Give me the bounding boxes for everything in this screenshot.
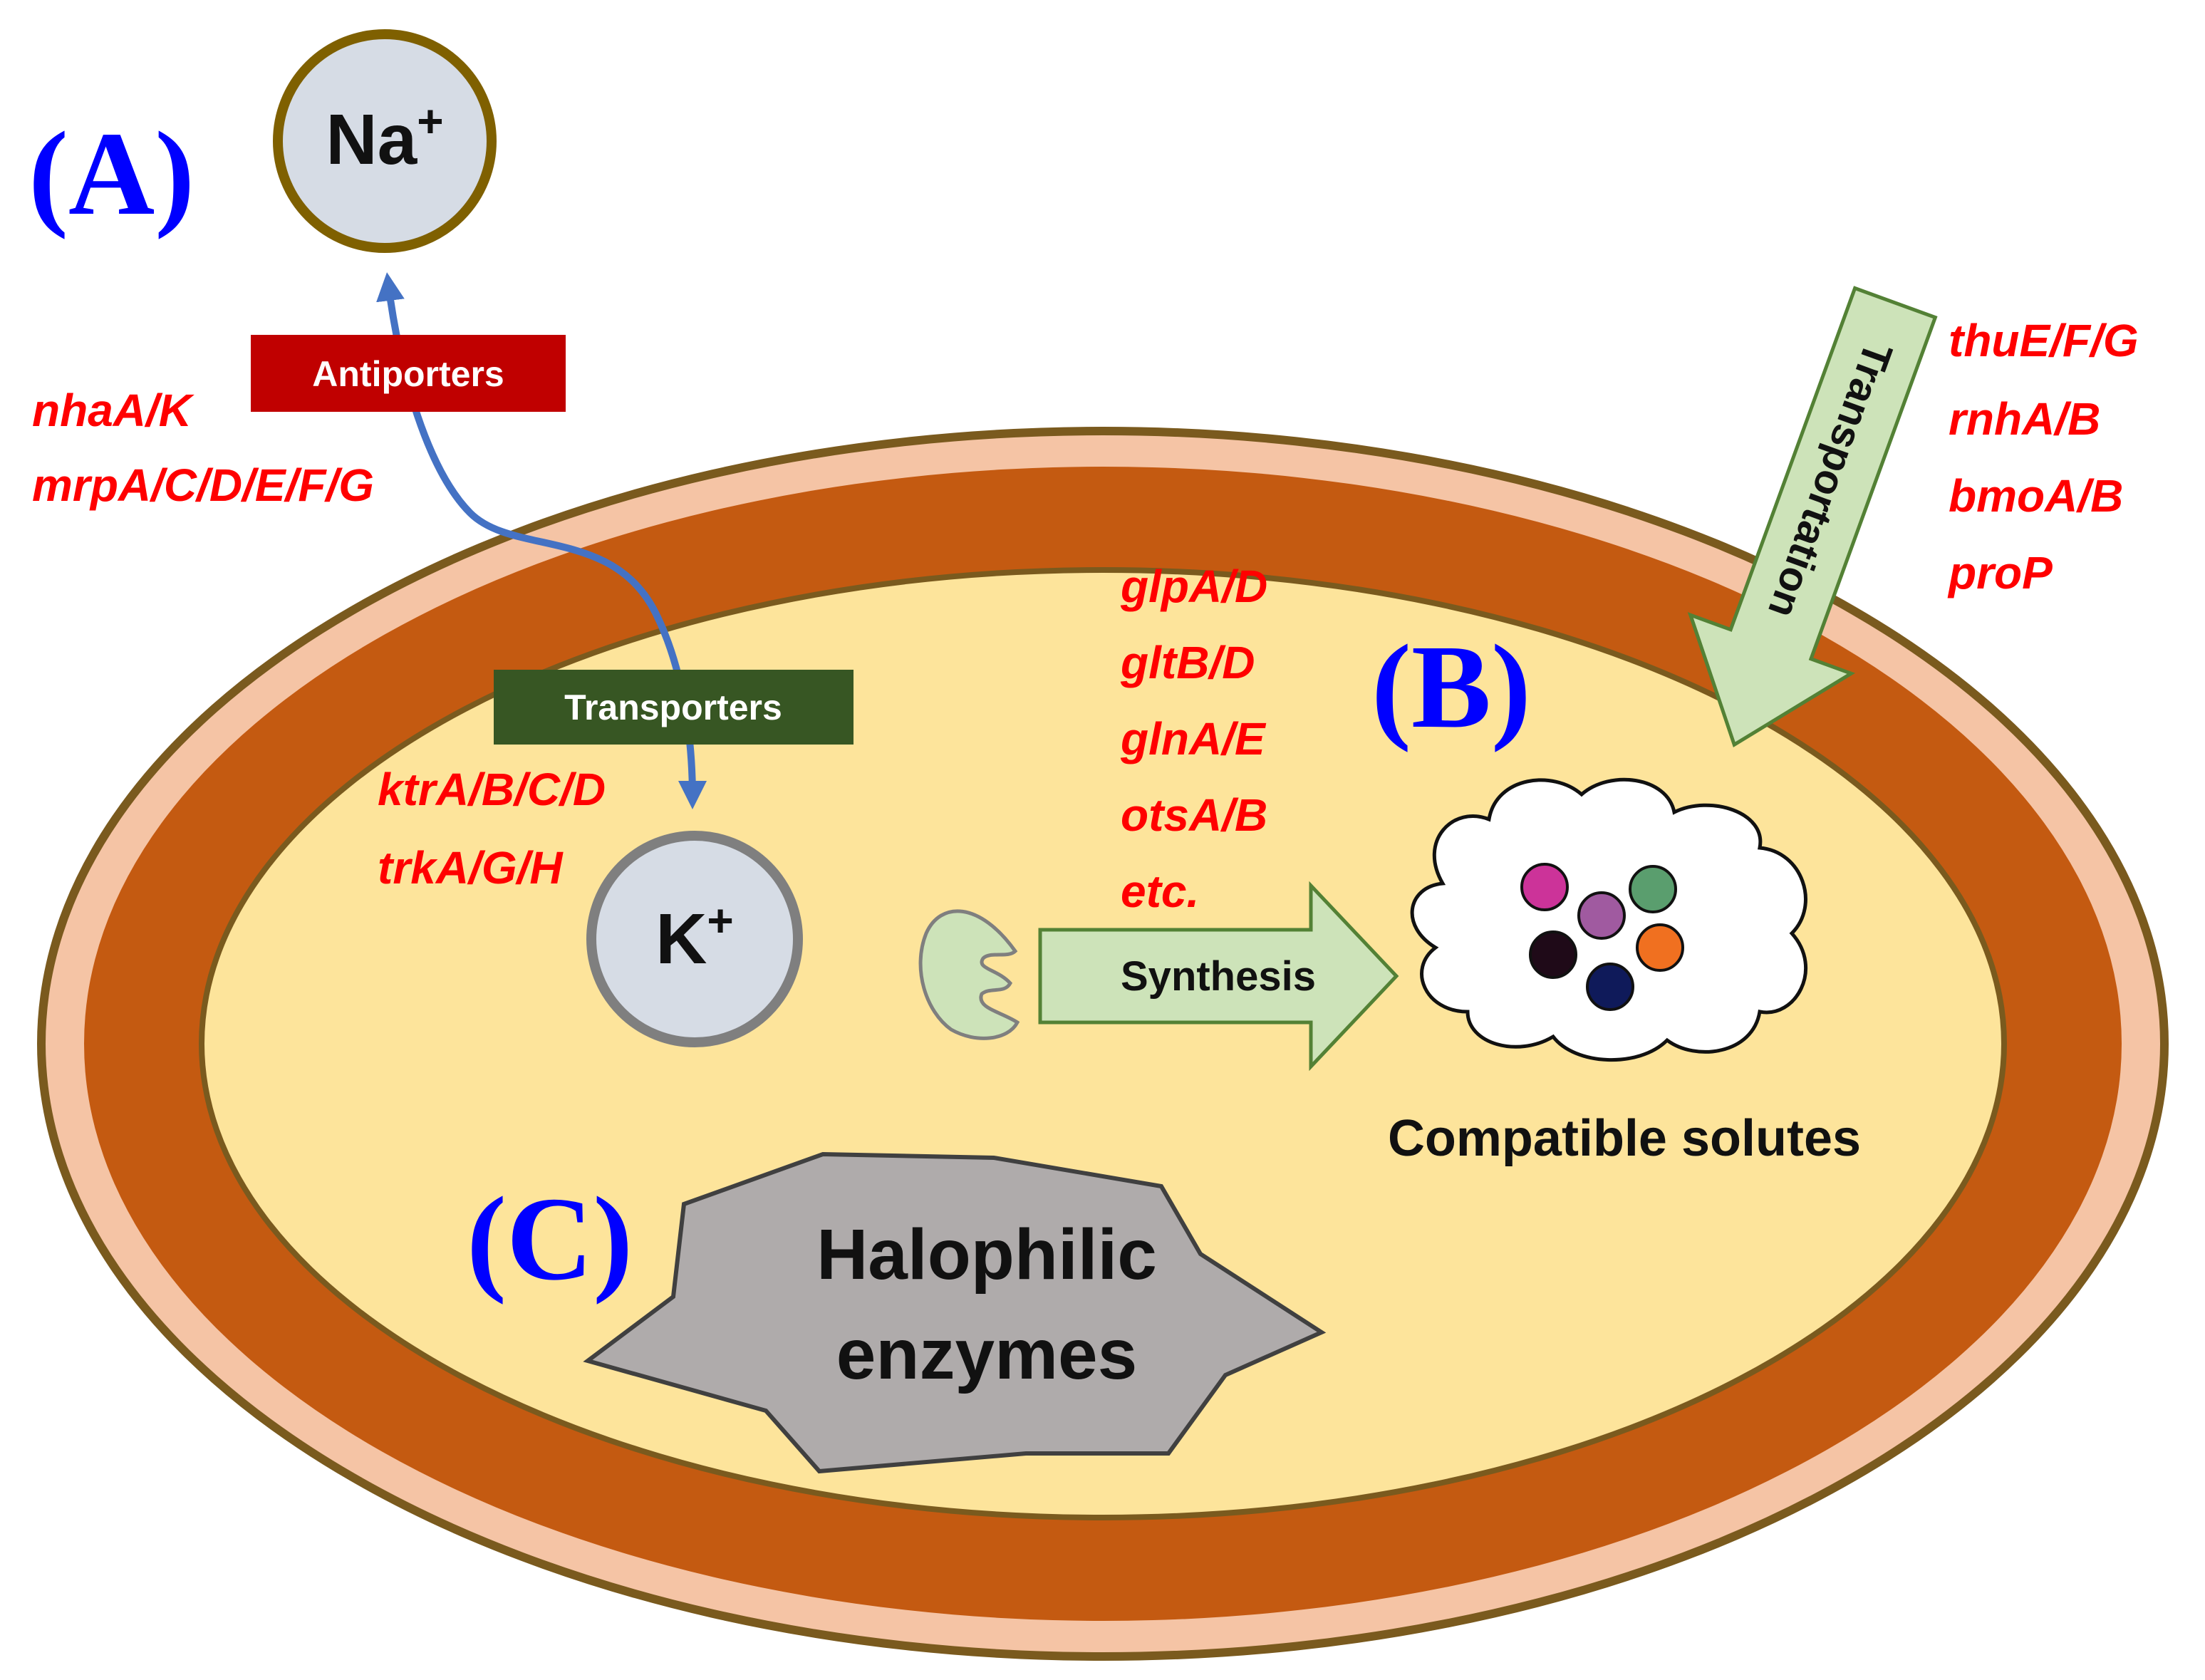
solute-dot <box>1529 930 1577 979</box>
gene-label: otsA/B <box>1121 789 1267 841</box>
panel-label-a: (A) <box>28 108 194 240</box>
gene-label: trkA/G/H <box>378 842 564 893</box>
gene-label: thuE/F/G <box>1949 315 2139 366</box>
gene-label: gltB/D <box>1120 637 1255 688</box>
svg-text:Na+: Na+ <box>326 95 443 180</box>
sodium-ion: Na+ <box>273 29 497 253</box>
antiporter-gene-list: nhaA/K mrpA/C/D/E/F/G <box>32 385 374 511</box>
potassium-symbol: K <box>655 899 707 979</box>
potassium-charge: + <box>707 895 733 946</box>
transportation-gene-list: thuE/F/G rnhA/B bmoA/B proP <box>1947 315 2139 598</box>
enzyme-icon <box>918 909 1020 1040</box>
panel-label-b: (B) <box>1371 621 1531 753</box>
transporters-label: Transporters <box>564 688 782 727</box>
solute-dot <box>1629 865 1677 913</box>
synthesis-arrow: Synthesis <box>1038 881 1399 1072</box>
antiporters-label: Antiporters <box>312 354 504 394</box>
solute-dot <box>1636 923 1684 972</box>
solute-dot <box>1577 891 1626 940</box>
halophilic-enzymes-shape: Halophilic enzymes <box>583 1151 1327 1474</box>
sodium-charge: + <box>417 95 443 147</box>
antiporters-box: Antiporters <box>251 335 566 412</box>
potassium-ion: K+ <box>586 831 803 1047</box>
sodium-symbol: Na <box>326 100 417 180</box>
gene-label: rnhA/B <box>1949 393 2100 445</box>
enzymes-label-line2: enzymes <box>836 1315 1137 1394</box>
solute-dot <box>1520 863 1569 911</box>
solute-dot <box>1586 963 1634 1011</box>
gene-label: nhaA/K <box>32 385 195 436</box>
enzymes-label-line1: Halophilic <box>816 1215 1157 1295</box>
gene-label: ktrA/B/C/D <box>378 764 606 815</box>
gene-label: etc. <box>1121 866 1199 917</box>
gene-label: glnA/E <box>1120 713 1267 764</box>
svg-text:K+: K+ <box>655 895 734 979</box>
synthesis-label: Synthesis <box>1121 953 1316 1000</box>
transporters-box: Transporters <box>494 670 854 745</box>
solute-dots <box>1520 863 1684 1011</box>
gene-label: glpA/D <box>1120 561 1267 612</box>
gene-label: bmoA/B <box>1949 470 2123 522</box>
transporter-gene-list: ktrA/B/C/D trkA/G/H <box>378 764 606 893</box>
gene-label: mrpA/C/D/E/F/G <box>32 460 374 511</box>
gene-label: proP <box>1947 547 2053 598</box>
synthesis-gene-list: glpA/D gltB/D glnA/E otsA/B etc. <box>1120 561 1267 917</box>
panel-label-c: (C) <box>467 1173 633 1305</box>
compatible-solutes-label: Compatible solutes <box>1388 1110 1861 1167</box>
